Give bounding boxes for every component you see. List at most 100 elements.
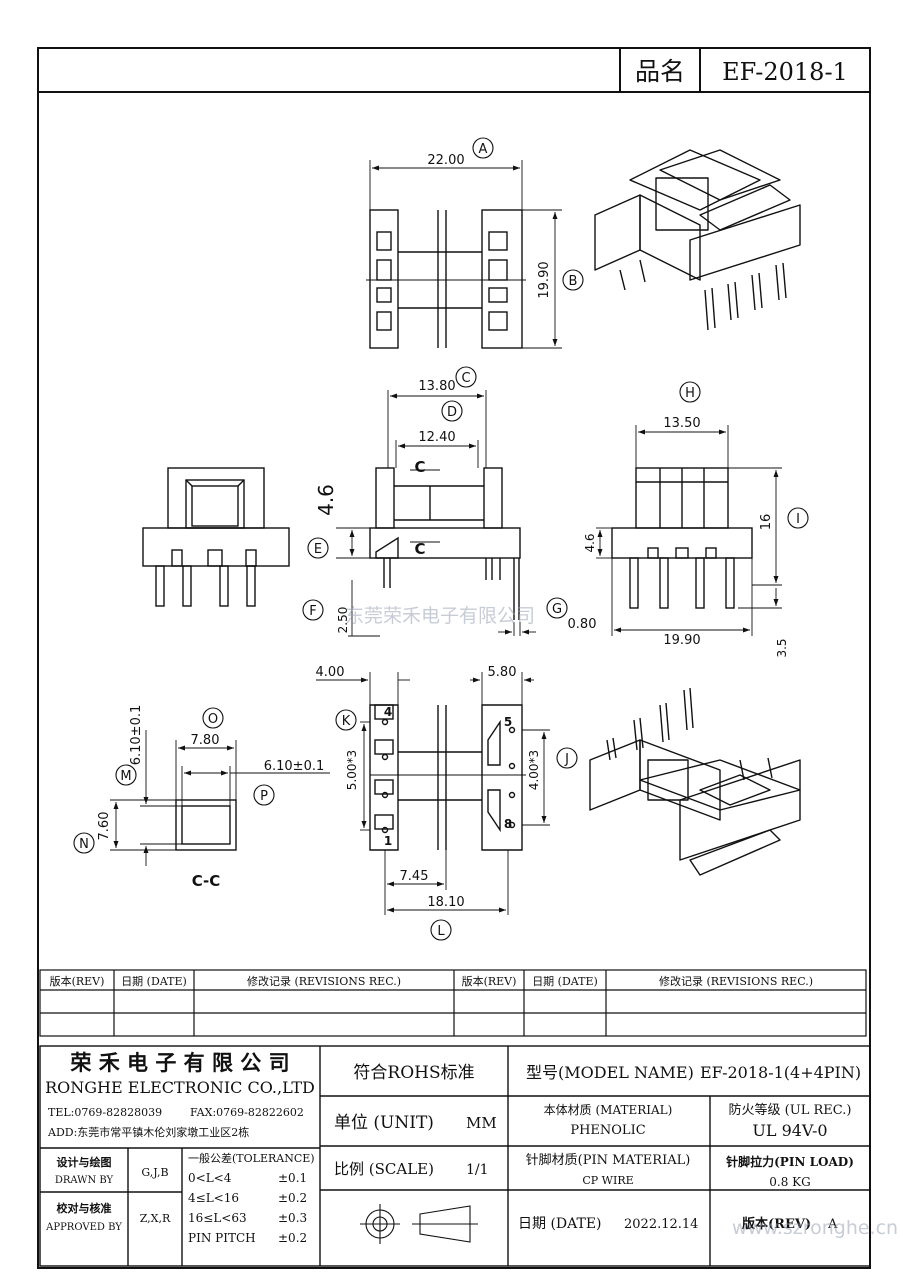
tol3-range: 16≤L<63 [188, 1211, 247, 1225]
callout-circle-i [787, 507, 809, 529]
scale-label: 比例 (SCALE) [334, 1160, 434, 1178]
section-label-c-c: C-C [192, 872, 221, 890]
callout-circle-p [253, 784, 275, 806]
ul-value: UL 94V-0 [752, 1121, 827, 1140]
dim-16: 16 [759, 514, 774, 531]
callout-k: K [342, 714, 351, 729]
unit-value: MM [466, 1114, 497, 1132]
approved-by-value: Z,X,R [140, 1212, 171, 1225]
approved-by-label-en: APPROVED BY [45, 1222, 122, 1233]
part-name-label: 品名 [635, 57, 685, 86]
title-block [39, 1045, 871, 1267]
isometric-view-bottom [589, 687, 801, 876]
rec-col-right: 修改记录 (REVISIONS REC.) [659, 974, 813, 988]
bottom-pin-view [369, 704, 526, 851]
dim-0-80: 0.80 [568, 617, 597, 632]
isometric-view-top [594, 149, 801, 331]
callout-circle-g [546, 597, 568, 619]
dim-4-6-side: 4.6 [314, 484, 338, 516]
tol2-range: 4≤L<16 [188, 1191, 239, 1205]
callout-circle-f [302, 599, 324, 621]
projection-symbol-icon [360, 1204, 478, 1244]
callout-d: D [447, 405, 457, 420]
dim-6-10-a: 6.10±0.1 [129, 705, 144, 766]
company-tel: TEL:0769-82828039 [48, 1106, 162, 1119]
dim-2-50: 2.50 [336, 607, 350, 634]
dim-7-45: 7.45 [400, 869, 429, 884]
callout-circle-k [335, 709, 357, 731]
dim-5-00x3: 5.00*3 [345, 750, 359, 790]
model-value: EF-2018-1(4+4PIN) [700, 1063, 861, 1082]
callout-circle-o [202, 707, 224, 729]
rev-col-left: 版本(REV) [50, 974, 105, 988]
dim-5-80: 5.80 [488, 665, 517, 680]
unit-label: 单位 (UNIT) [334, 1113, 434, 1133]
dim-22: 22.00 [427, 153, 464, 168]
section-mark-lower: C [414, 540, 425, 558]
pin-number-8: 8 [504, 817, 512, 831]
date-col-left: 日期 (DATE) [121, 975, 187, 988]
scale-value: 1/1 [466, 1162, 489, 1178]
callout-l: L [437, 924, 445, 939]
tol4-range: PIN PITCH [188, 1231, 256, 1245]
dim-13-80: 13.80 [418, 379, 455, 394]
dim-7-80: 7.80 [191, 733, 220, 748]
company-name-cn: 荣 禾 电 子 有 限 公 司 [69, 1050, 289, 1075]
callout-circle-c [455, 366, 477, 388]
pin-number-1: 1 [384, 834, 392, 848]
callout-circle-a [472, 137, 494, 159]
tolerance-title: 一般公差(TOLERANCE) [188, 1151, 315, 1165]
dim-6-10-b: 6.10±0.1 [264, 759, 325, 774]
drawn-by-label-cn: 设计与绘图 [57, 1155, 112, 1169]
pin-number-4: 4 [384, 705, 392, 719]
drawn-by-value: G,J,B [141, 1166, 168, 1179]
rec-col-left: 修改记录 (REVISIONS REC.) [247, 974, 401, 988]
pin-load-label: 针脚拉力(PIN LOAD) [726, 1154, 854, 1169]
company-address: ADD:东莞市常平镇木伦刘家墩工业区2栋 [47, 1125, 249, 1139]
dim-7-60: 7.60 [97, 812, 112, 841]
ul-label: 防火等级 (UL REC.) [729, 1102, 852, 1118]
dim-19-90: 19.90 [537, 261, 552, 298]
dim-4-6-front: 4.6 [583, 533, 597, 552]
pin-material-value: CP WIRE [582, 1174, 633, 1187]
callout-g: G [552, 602, 562, 617]
drawn-by-label-en: DRAWN BY [55, 1175, 114, 1186]
pin-material-label: 针脚材质(PIN MATERIAL) [526, 1152, 691, 1168]
callout-circle-n [73, 832, 95, 854]
callout-e: E [314, 542, 322, 557]
top-view [366, 209, 526, 349]
dim-12-40: 12.40 [418, 430, 455, 445]
callout-circle-h [679, 381, 701, 403]
sheet-border [37, 47, 871, 1269]
tol1-range: 0<L<4 [188, 1171, 232, 1185]
watermark-company: 东莞荣禾电子有限公司 [345, 605, 535, 627]
callout-circle-j [556, 747, 578, 769]
dim-13-50: 13.50 [663, 416, 700, 431]
pin-load-value: 0.8 KG [769, 1175, 810, 1189]
date-label: 日期 (DATE) [518, 1216, 602, 1232]
rev-value: A [827, 1217, 838, 1232]
dim-4-00x3: 4.00*3 [527, 750, 541, 790]
callout-o: O [208, 712, 218, 727]
dim-4-00: 4.00 [316, 665, 345, 680]
tol4-value: ±0.2 [278, 1231, 307, 1245]
callout-circle-d [441, 400, 463, 422]
company-name-en: RONGHE ELECTRONIC CO.,LTD [45, 1078, 315, 1097]
tol2-value: ±0.2 [278, 1191, 307, 1205]
callout-c: C [461, 371, 470, 386]
tol3-value: ±0.3 [278, 1211, 307, 1225]
company-fax: FAX:0769-82822602 [190, 1106, 304, 1119]
approved-by-label-cn: 校对与核准 [57, 1201, 112, 1215]
front-view-right [611, 467, 753, 609]
callout-h: H [685, 386, 695, 401]
callout-i: I [796, 512, 800, 527]
callout-m: M [120, 769, 131, 784]
front-view-left [142, 467, 290, 607]
callout-circle-m [115, 764, 137, 786]
rev-col-right: 版本(REV) [462, 974, 517, 988]
callout-j: J [564, 752, 569, 767]
dim-19-90-front: 19.90 [663, 633, 700, 648]
section-c-c [175, 799, 237, 851]
date-value: 2022.12.14 [624, 1217, 698, 1232]
date-col-right: 日期 (DATE) [532, 975, 598, 988]
